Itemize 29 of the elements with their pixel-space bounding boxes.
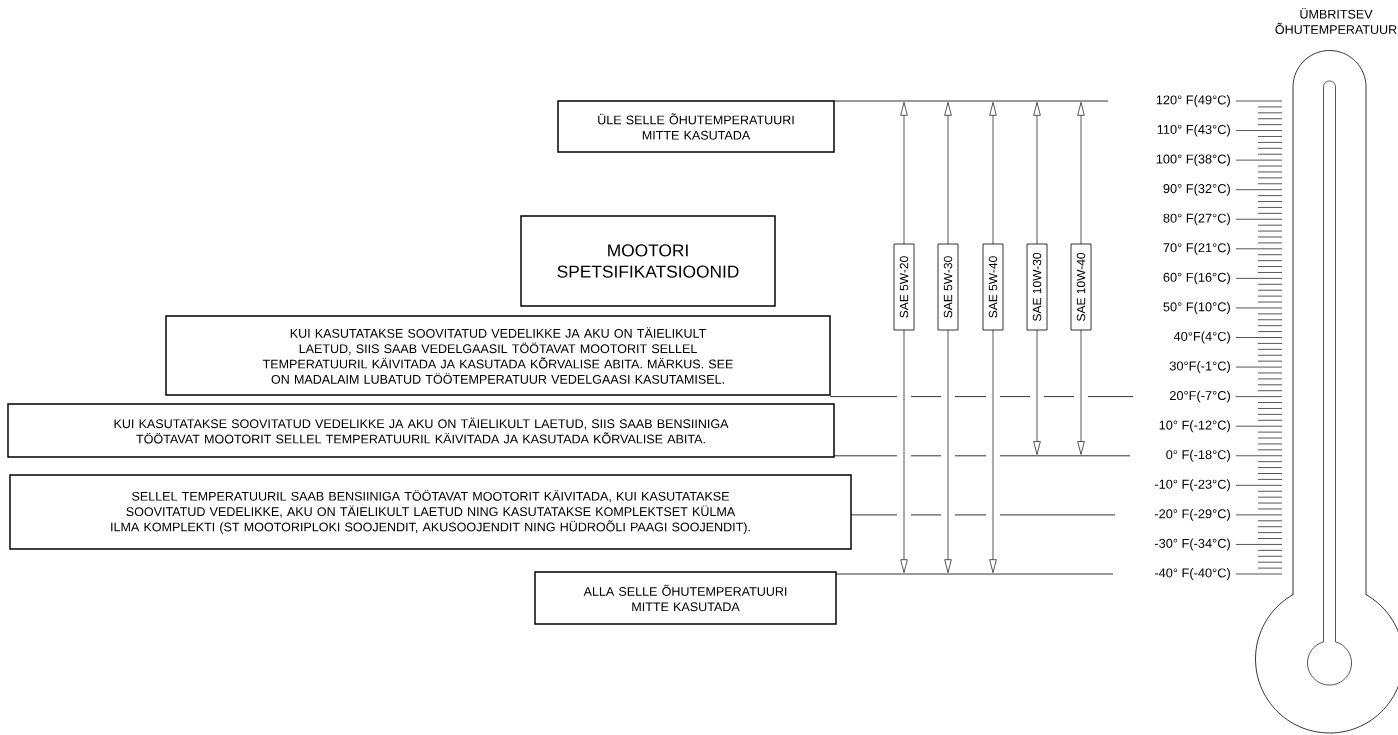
temperature-label: 30°F(-1°C) [1169,361,1230,374]
temperature-label: 10° F(-12°C) [1159,420,1230,433]
warning-box: ALLA SELLE ÕHUTEMPERATUURI MITTE KASUTADA [534,571,837,625]
scale-heading: ÜMBRITSEV ÕHUTEMPERATUUR [1275,8,1397,34]
temperature-label: 90° F(32°C) [1163,183,1230,196]
temperature-label: -10° F(-23°C) [1154,479,1230,492]
grade-label: SAE 5W-30 [937,243,959,331]
temperature-label: 100° F(38°C) [1156,154,1230,167]
temperature-label: 70° F(21°C) [1163,242,1230,255]
warning-box: ÜLE SELLE ÕHUTEMPERATUURI MITTE KASUTADA [557,100,835,153]
temperature-label: -20° F(-29°C) [1154,508,1230,521]
note-box: SELLEL TEMPERATUURIL SAAB BENSIINIGA TÖÖTAVAT MOOTORIT KÄIVITADA, KUI KASUTATAKSE SOOVITATUD VEDELIKKE, AKU ON TÄIELIKULT LAETUD NING KASUTATAKSE KOMPLEKTSET KÜLMA ILMA KOMPLEKTI (ST MOOTORIPLOKI SOOJENDIT, AKUSOOJENDIT NING HÜDROÕLI PAAGI SOOJENDIT). [9,474,852,550]
grade-label: SAE 10W-40 [1070,243,1092,331]
temperature-label: 20°F(-7°C) [1169,390,1230,403]
temperature-label: 120° F(49°C) [1156,95,1230,107]
temperature-label: 80° F(27°C) [1163,213,1230,226]
title-box: MOOTORI SPETSIFIKATSIOONID [520,215,776,307]
note-box: KUI KASUTATAKSE SOOVITATUD VEDELIKKE JA AKU ON TÄIELIKULT LAETUD, SIIS SAAB BENSIINIGA TÖÖTAVAT MOOTORIT SELLEL TEMPERATUURIL KÄIVITADA JA KASUTADA KÕRVALISE ABITA. [7,403,835,458]
temperature-label: 60° F(16°C) [1163,272,1230,285]
temperature-label: 50° F(10°C) [1163,302,1230,314]
grade-label: SAE 10W-30 [1026,243,1048,331]
temperature-label: 110° F(43°C) [1157,124,1230,137]
note-box: KUI KASUTATAKSE SOOVITATUD VEDELIKKE JA AKU ON TÄIELIKULT LAETUD, SIIS SAAB VEDELGAASIL TÖÖTAVAT MOOTORIT SELLEL TEMPERATUURIL KÄIVITADA JA KASUTADA KÕRVALISE ABITA. MÄRKUS. SEE ON MADALAIM LUBATUD TÖÖTEMPERATUUR VEDELGAASI KASUTAMISEL. [165,315,831,396]
temperature-label: -40° F(-40°C) [1154,568,1230,580]
grade-label: SAE 5W-20 [893,243,915,331]
temperature-label: 40°F(4°C) [1173,331,1230,344]
temperature-label: -30° F(-34°C) [1154,538,1230,551]
grade-label: SAE 5W-40 [982,243,1004,331]
temperature-label: 0° F(-18°C) [1166,449,1230,462]
